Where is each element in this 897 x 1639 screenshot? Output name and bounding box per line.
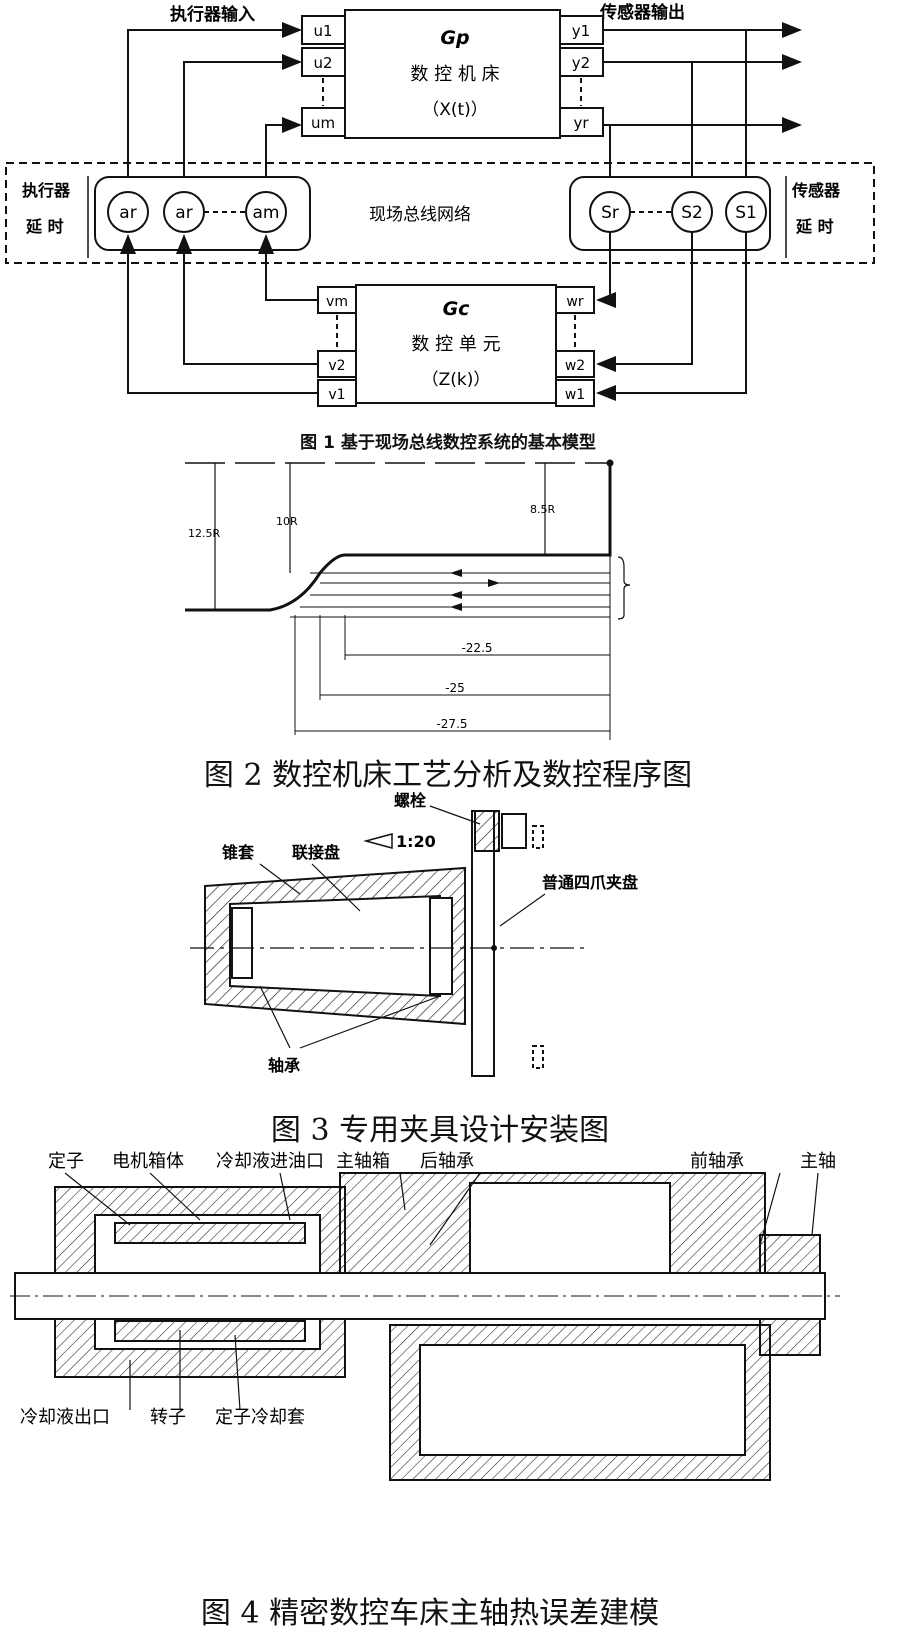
label-spindle: 主轴 bbox=[800, 1151, 836, 1172]
figure-2-process-drawing: 12.5R 10R 8.5R -22.5 -25 -27.5 图 2 数控机床工… bbox=[185, 459, 692, 793]
gc-title: Gc bbox=[443, 298, 471, 320]
actuator-delay-label-1: 执行器 bbox=[22, 181, 71, 200]
dim-25: -25 bbox=[445, 681, 465, 695]
actuator-2: ar bbox=[175, 203, 192, 223]
label-taper-sleeve: 锥套 bbox=[222, 843, 255, 862]
dim-8-5r: 8.5R bbox=[530, 503, 555, 516]
label-motor-housing: 电机箱体 bbox=[112, 1151, 184, 1172]
label-front-bearing: 前轴承 bbox=[690, 1151, 744, 1172]
port-um: um bbox=[311, 114, 335, 132]
label-coolant-inlet: 冷却液进油口 bbox=[216, 1151, 324, 1172]
gp-function: （X(t)） bbox=[422, 100, 488, 120]
sensor-delay-label-2: 延 时 bbox=[795, 217, 834, 236]
sensor-2: S2 bbox=[681, 203, 703, 223]
figure-3-fixture-drawing: 螺栓 锥套 联接盘 1:20 普通四爪夹盘 轴承 图 3 专用夹具设计安装图 bbox=[190, 791, 638, 1148]
figure-1-block-diagram: 执行器输入 传感器输出 Gp 数 控 机 床 （X(t)） u1 u2 um y… bbox=[5, 2, 875, 453]
sensor-r: Sr bbox=[601, 203, 619, 223]
actuator-1: ar bbox=[119, 203, 136, 223]
dim-10r: 10R bbox=[276, 515, 298, 528]
gc-w-ports: wr w2 w1 bbox=[555, 286, 595, 407]
label-stator: 定子 bbox=[48, 1151, 84, 1172]
figure-4-spindle-drawing: 定子 电机箱体 冷却液进油口 主轴箱 后轴承 前轴承 主轴 冷却液出口 转子 定… bbox=[10, 1151, 840, 1631]
port-u1: u1 bbox=[313, 22, 332, 40]
label-bearing: 轴承 bbox=[268, 1056, 300, 1075]
port-w2: w2 bbox=[565, 358, 585, 374]
port-w1: w1 bbox=[565, 387, 585, 403]
sensor-delay-label-1: 传感器 bbox=[791, 181, 841, 200]
label-rotor: 转子 bbox=[150, 1407, 186, 1428]
dim-22-5: -22.5 bbox=[461, 641, 492, 655]
sensor-output-label: 传感器输出 bbox=[599, 2, 685, 23]
port-y2: y2 bbox=[572, 54, 590, 72]
label-stator-cooling-jacket: 定子冷却套 bbox=[215, 1407, 305, 1428]
port-yr: yr bbox=[573, 114, 589, 132]
gc-name: 数 控 单 元 bbox=[411, 334, 500, 355]
label-bolt: 螺栓 bbox=[394, 791, 427, 810]
sensor-delay-group: Sr S2 S1 bbox=[569, 176, 771, 251]
actuator-input-label: 执行器输入 bbox=[170, 4, 255, 25]
dim-12-5r: 12.5R bbox=[188, 527, 220, 540]
sensor-output-arrows bbox=[602, 22, 802, 198]
actuator-m: am bbox=[253, 203, 280, 223]
figure-3-caption: 图 3 专用夹具设计安装图 bbox=[271, 1113, 609, 1148]
figure-4-caption: 图 4 精密数控车床主轴热误差建模 bbox=[201, 1596, 659, 1631]
gp-output-ports: y1 y2 yr bbox=[559, 15, 604, 137]
dim-27-5: -27.5 bbox=[436, 717, 467, 731]
label-coolant-outlet: 冷却液出口 bbox=[20, 1407, 110, 1428]
gc-v-ports: vm v2 v1 bbox=[317, 286, 357, 407]
gp-name: 数 控 机 床 bbox=[410, 64, 499, 85]
label-spindle-box: 主轴箱 bbox=[336, 1151, 390, 1172]
actuator-input-arrows bbox=[127, 22, 302, 196]
label-chuck: 普通四爪夹盘 bbox=[542, 873, 638, 892]
actuator-delay-group: ar ar am bbox=[94, 176, 311, 251]
port-v2: v2 bbox=[328, 358, 345, 374]
gc-control-block: Gc 数 控 单 元 （Z(k)） bbox=[355, 284, 557, 404]
port-u2: u2 bbox=[313, 54, 332, 72]
gc-function: （Z(k)） bbox=[422, 370, 491, 390]
gp-input-ports: u1 u2 um bbox=[301, 15, 346, 137]
port-v1: v1 bbox=[328, 387, 345, 403]
network-label: 现场总线网络 bbox=[369, 205, 471, 225]
sensor-1: S1 bbox=[735, 203, 757, 223]
fieldbus-network-border bbox=[5, 162, 875, 264]
label-rear-bearing: 后轴承 bbox=[420, 1151, 474, 1172]
port-wr: wr bbox=[566, 294, 583, 310]
gp-title: Gp bbox=[440, 27, 469, 49]
actuator-delay-label-2: 延 时 bbox=[25, 217, 64, 236]
label-flange: 联接盘 bbox=[292, 843, 340, 862]
figure-2-caption: 图 2 数控机床工艺分析及数控程序图 bbox=[204, 758, 692, 793]
control-feedback-arrows bbox=[120, 232, 747, 401]
gp-machine-block: Gp 数 控 机 床 （X(t)） bbox=[344, 9, 561, 139]
port-y1: y1 bbox=[572, 22, 590, 40]
figure-1-caption: 图 1 基于现场总线数控系统的基本模型 bbox=[300, 432, 596, 453]
label-taper-ratio: 1:20 bbox=[396, 832, 436, 851]
port-vm: vm bbox=[326, 294, 348, 310]
